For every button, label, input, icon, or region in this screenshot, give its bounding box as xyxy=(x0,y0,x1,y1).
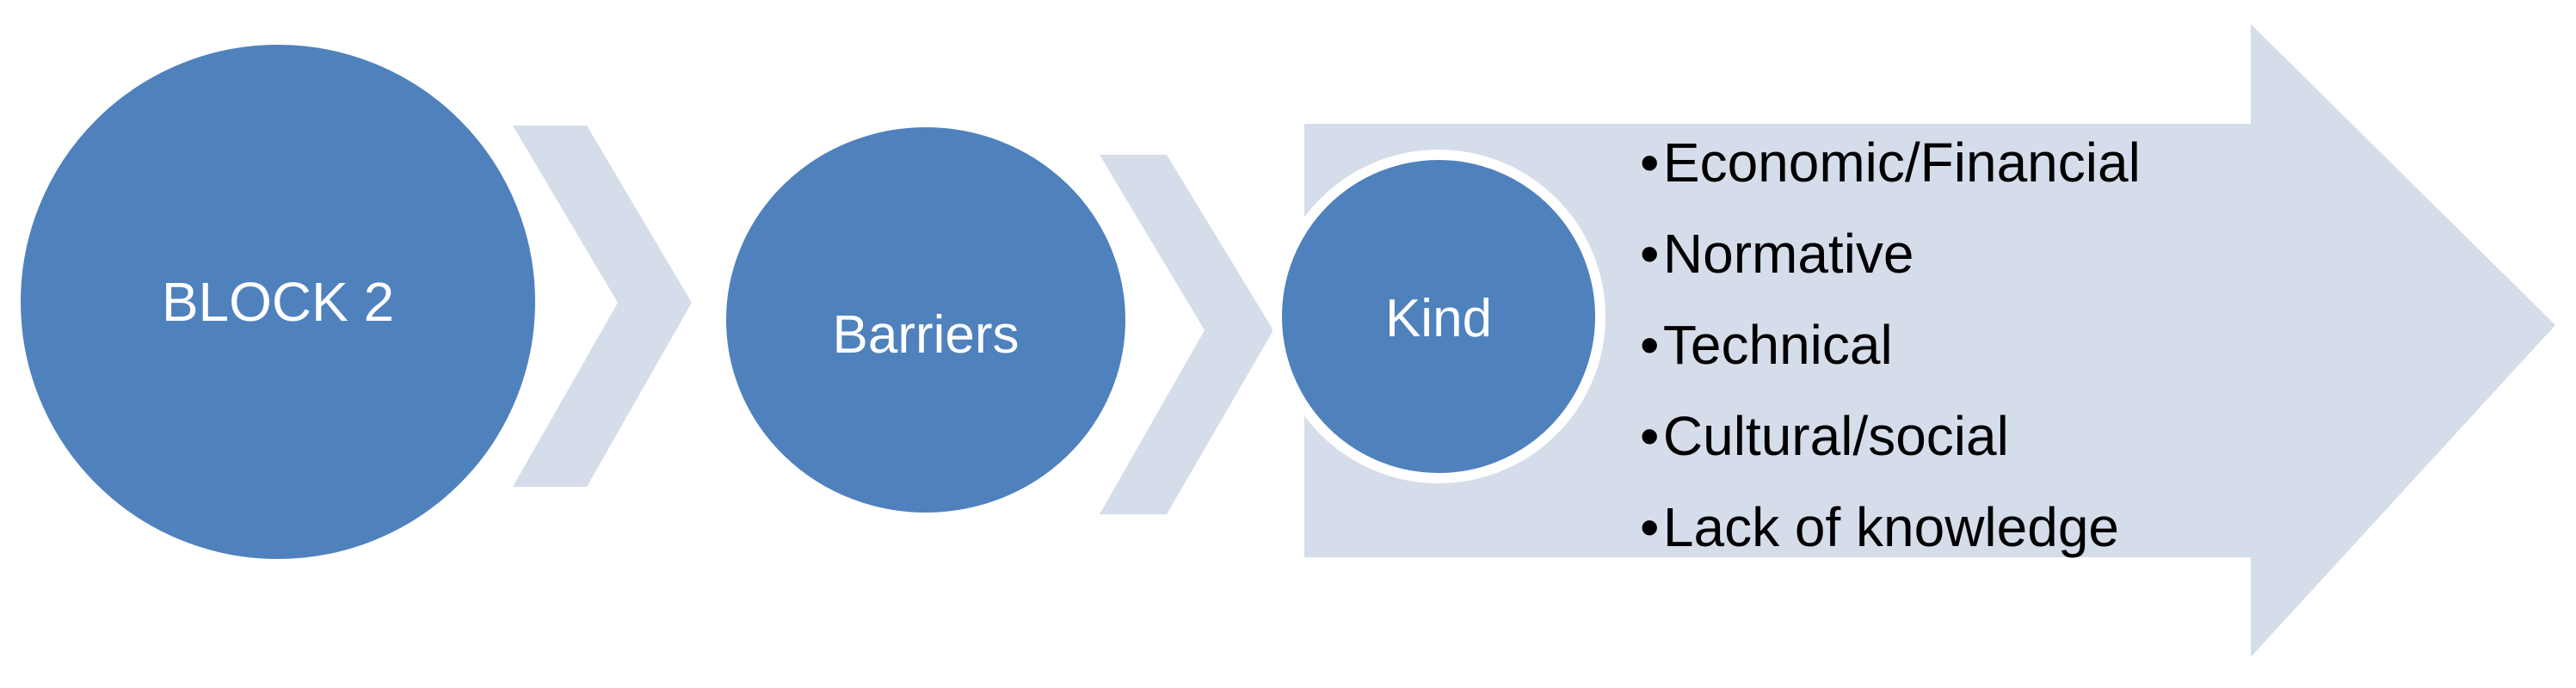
circle-block xyxy=(10,34,545,569)
block-label: BLOCK 2 xyxy=(161,271,395,333)
list-item-label: Economic/Financial xyxy=(1662,132,2141,194)
list-item: •Cultural/social xyxy=(1640,390,2141,482)
kind-list: •Economic/Financial •Normative •Technica… xyxy=(1640,117,2141,573)
list-item-label: Cultural/social xyxy=(1662,405,2009,467)
list-item-label: Lack of knowledge xyxy=(1662,496,2119,558)
list-item: •Lack of knowledge xyxy=(1640,482,2141,573)
chevron-arrow-1 xyxy=(513,126,692,487)
list-item: •Technical xyxy=(1640,299,2141,390)
bullet-icon: • xyxy=(1640,223,1660,285)
bullet-icon: • xyxy=(1640,405,1660,467)
chevron-arrow-2 xyxy=(1100,155,1273,514)
bullet-icon: • xyxy=(1640,132,1660,194)
list-item: •Economic/Financial xyxy=(1640,117,2141,208)
bullet-icon: • xyxy=(1640,314,1660,376)
list-item-label: Normative xyxy=(1662,223,1914,285)
barriers-label: Barriers xyxy=(832,304,1020,365)
bullet-icon: • xyxy=(1640,496,1660,558)
kind-label: Kind xyxy=(1384,288,1493,348)
large-arrow xyxy=(1304,24,2555,657)
circle-barriers xyxy=(716,117,1136,523)
list-item-label: Technical xyxy=(1662,314,1893,376)
circle-kind xyxy=(1272,150,1605,483)
list-item: •Normative xyxy=(1640,208,2141,299)
